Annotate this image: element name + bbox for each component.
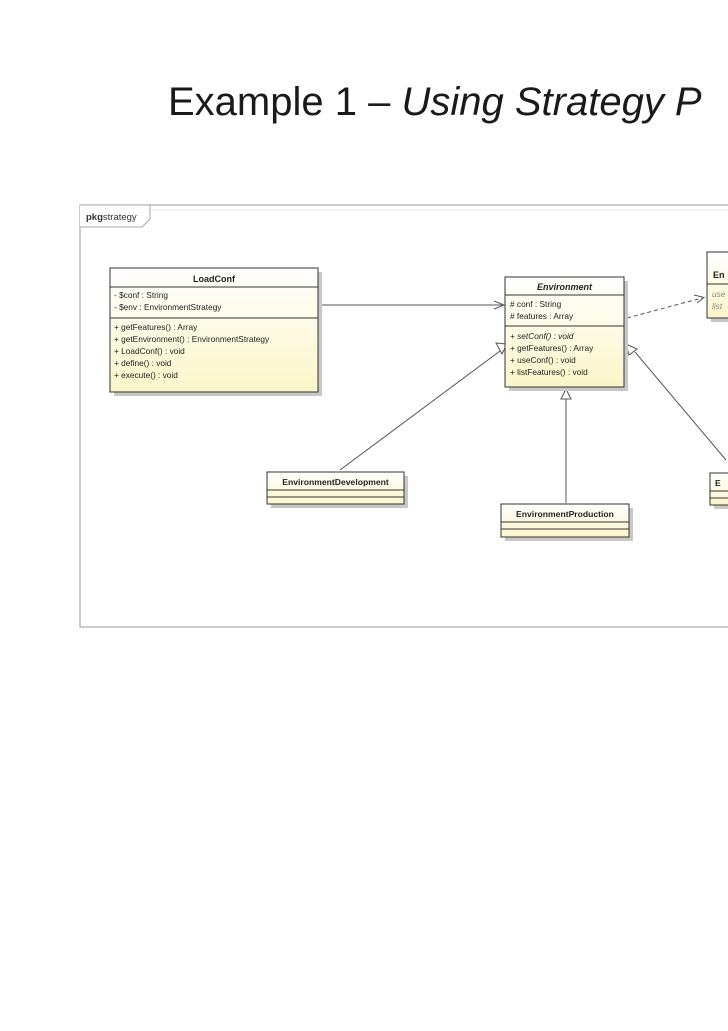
class-environment-development-name: EnvironmentDevelopment bbox=[282, 477, 389, 487]
class-loadconf-operation: + getFeatures() : Array bbox=[114, 322, 198, 332]
generalization-arrowhead-production bbox=[560, 387, 572, 400]
class-environment-attribute: # conf : String bbox=[510, 299, 562, 309]
class-loadconf-operation: + execute() : void bbox=[114, 370, 178, 380]
class-environment-attribute: # features : Array bbox=[510, 311, 574, 321]
class-environment-third-partial-name: E bbox=[715, 478, 721, 488]
class-loadconf-name: LoadConf bbox=[193, 274, 236, 284]
slide-title: Example 1 – Using Strategy P bbox=[168, 76, 702, 128]
package-label: pkgstrategy bbox=[86, 212, 137, 223]
class-environment-operation: + getFeatures() : Array bbox=[510, 343, 594, 353]
class-loadconf-operation: + getEnvironment() : EnvironmentStrategy bbox=[114, 334, 270, 344]
dependency-line bbox=[626, 297, 703, 319]
package-label-keyword: pkg bbox=[86, 212, 103, 223]
class-strategy-partial-name: En bbox=[713, 270, 725, 280]
class-environment-name: Environment bbox=[537, 282, 593, 292]
class-strategy-partial-line: list bbox=[712, 301, 723, 311]
class-strategy-partial: En use list bbox=[706, 251, 728, 322]
class-loadconf: LoadConf - $conf : String - $env : Envir… bbox=[109, 267, 322, 396]
class-environment: Environment # conf : String # features :… bbox=[504, 276, 628, 391]
generalization-line-development bbox=[339, 350, 501, 471]
slide-title-plain: Example 1 – bbox=[168, 80, 402, 124]
class-strategy-partial-line: use bbox=[712, 289, 726, 299]
slide-title-italic: Using Strategy P bbox=[401, 80, 702, 124]
class-loadconf-attribute: - $conf : String bbox=[114, 290, 168, 300]
class-loadconf-attribute: - $env : EnvironmentStrategy bbox=[114, 302, 222, 312]
class-environment-operation: + useConf() : void bbox=[510, 355, 576, 365]
dependency-arrowhead bbox=[693, 294, 706, 304]
class-environment-production-name: EnvironmentProduction bbox=[516, 509, 614, 519]
class-loadconf-operation: + define() : void bbox=[114, 358, 172, 368]
package-label-name: strategy bbox=[103, 212, 137, 223]
association-arrowhead bbox=[493, 300, 506, 310]
class-environment-third-partial: E bbox=[709, 472, 728, 509]
class-environment-operation: + listFeatures() : void bbox=[510, 367, 588, 377]
generalization-line-third bbox=[634, 351, 727, 461]
class-environment-production: EnvironmentProduction bbox=[500, 503, 633, 541]
package-frame: pkgstrategy bbox=[79, 204, 728, 628]
class-environment-development: EnvironmentDevelopment bbox=[266, 471, 408, 508]
class-loadconf-operation: + LoadConf() : void bbox=[114, 346, 185, 356]
class-environment-operation: + setConf() : void bbox=[510, 331, 574, 341]
